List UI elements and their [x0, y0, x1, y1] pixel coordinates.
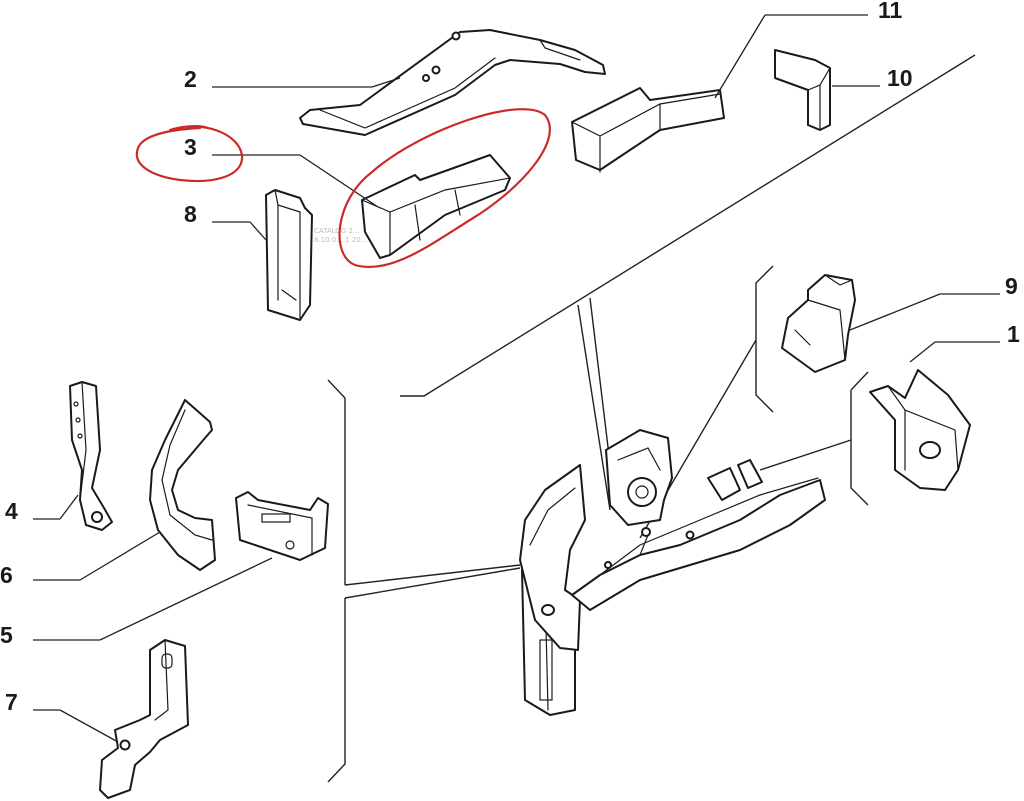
part-11-housing	[571, 87, 725, 173]
callout-4: 4	[5, 498, 18, 524]
callout-leaders	[33, 14, 1000, 743]
callout-1: 1	[1007, 321, 1020, 347]
assembly-bracket-left	[327, 379, 521, 783]
part-1-mount	[869, 369, 971, 491]
callout-6: 6	[0, 562, 13, 588]
callout-11: 11	[878, 0, 903, 23]
callout-labels: 2 3 8 11 10 9 1 4 6 5 7	[0, 0, 1020, 715]
part-9-bracket	[781, 274, 856, 373]
main-frame-assembly	[519, 429, 826, 716]
part-2-bracket	[299, 29, 606, 136]
part-8-channel	[265, 189, 313, 321]
watermark-line-1: CATALOG 2...	[314, 227, 360, 235]
callout-8: 8	[184, 201, 197, 227]
circle-around-callout-3	[135, 124, 244, 183]
circle-around-part-3	[338, 108, 551, 268]
part-6-curved-rail	[149, 399, 216, 571]
callout-3: 3	[184, 134, 197, 160]
callout-10: 10	[887, 65, 913, 91]
part-5-plate	[235, 491, 329, 561]
part-7-bracket	[99, 639, 189, 799]
hand-markup	[135, 108, 551, 268]
part-3-tray	[361, 154, 511, 259]
callout-5: 5	[0, 622, 13, 648]
callout-2: 2	[184, 66, 197, 92]
callout-9: 9	[1005, 273, 1018, 299]
assembly-bracket-part-1	[759, 371, 869, 506]
part-10-clip	[774, 49, 831, 131]
part-4-strut	[69, 381, 113, 531]
callout-7: 7	[5, 689, 18, 715]
